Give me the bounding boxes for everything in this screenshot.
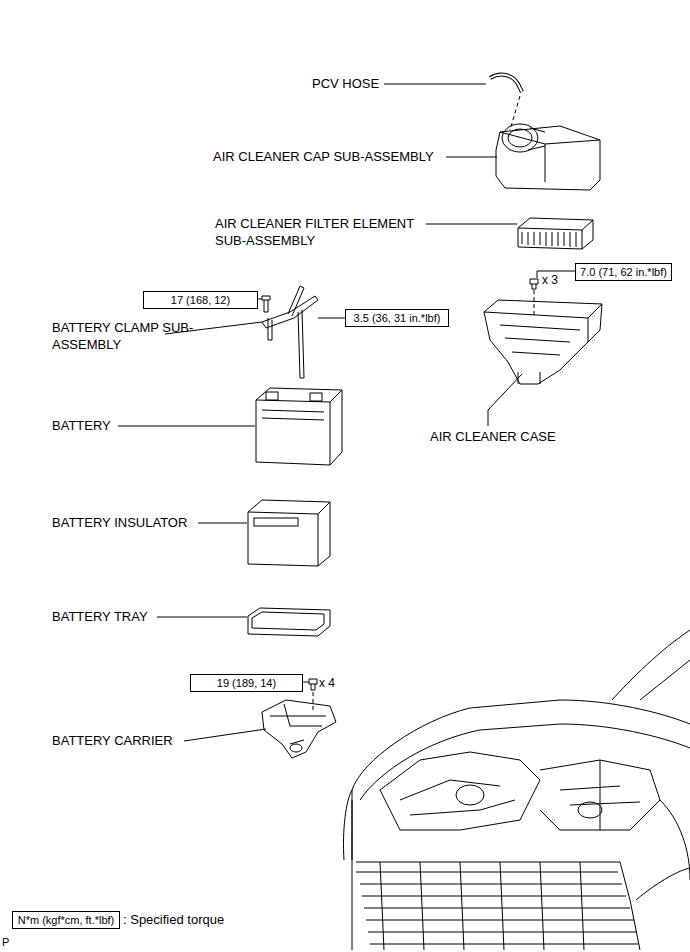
torque-box: 19 (189, 14) bbox=[190, 674, 303, 692]
torque-value: 7.0 (71, 62 in.*lbf) bbox=[580, 266, 667, 278]
torque-box: 17 (168, 12) bbox=[143, 291, 258, 309]
part-label: BATTERY CARRIER bbox=[52, 732, 173, 749]
part-label: AIR CLEANER CAP SUB-ASSEMBLY bbox=[213, 148, 434, 165]
part-label: x 3 bbox=[542, 272, 558, 289]
part-label: PCV HOSE bbox=[312, 75, 379, 92]
part-label: AIR CLEANER CASE bbox=[430, 428, 556, 445]
part-label: : Specified torque bbox=[123, 911, 224, 928]
torque-box: N*m (kgf*cm, ft.*lbf) bbox=[12, 911, 120, 929]
torque-box: 7.0 (71, 62 in.*lbf) bbox=[575, 263, 672, 281]
torque-value: 3.5 (36, 31 in.*lbf) bbox=[354, 312, 441, 324]
part-label: BATTERY INSULATOR bbox=[52, 514, 187, 531]
torque-value: 19 (189, 14) bbox=[217, 677, 276, 689]
part-label: P bbox=[2, 934, 9, 951]
part-label: x 4 bbox=[319, 675, 335, 692]
part-label: BATTERY CLAMP SUB-ASSEMBLY bbox=[52, 319, 202, 353]
torque-value: 17 (168, 12) bbox=[171, 294, 230, 306]
torque-value: N*m (kgf*cm, ft.*lbf) bbox=[18, 914, 115, 926]
part-label: AIR CLEANER FILTER ELEMENT SUB-ASSEMBLY bbox=[215, 215, 427, 249]
part-label: BATTERY TRAY bbox=[52, 608, 148, 625]
torque-box: 3.5 (36, 31 in.*lbf) bbox=[345, 309, 449, 327]
part-label: BATTERY bbox=[52, 417, 111, 434]
